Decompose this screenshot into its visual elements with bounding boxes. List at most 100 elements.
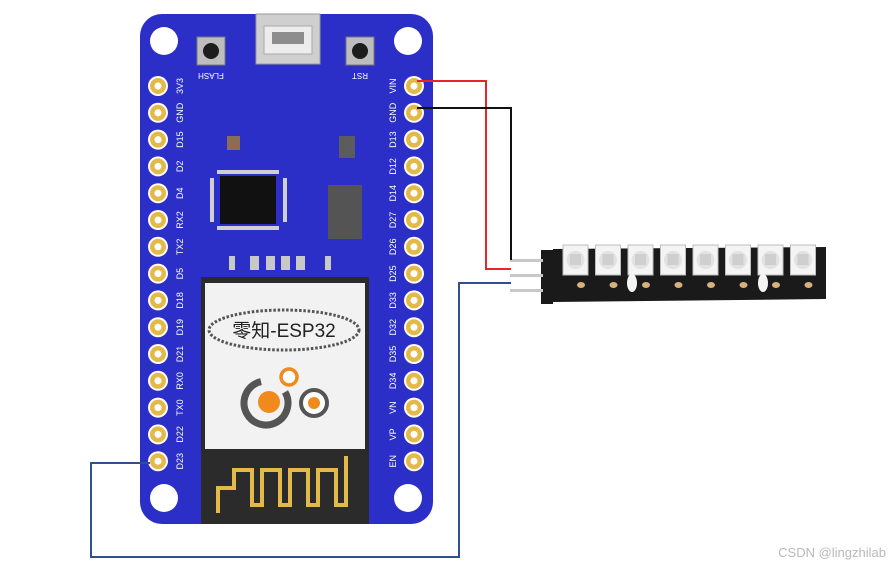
strip-cut-hole — [627, 274, 637, 292]
pin-d13-pad — [404, 129, 424, 150]
pin-rx2-pad — [148, 210, 168, 230]
pin-label: VIN — [388, 78, 398, 93]
left-header-pins: 3V3GNDD15D2D4RX2TX2D5D18D19D21RX0TX0D22D… — [148, 76, 185, 472]
pin-label: VN — [388, 401, 398, 414]
pin-label: 3V3 — [175, 78, 185, 94]
strip-pin-1 — [510, 259, 543, 262]
pin-label: RX0 — [175, 372, 185, 390]
pin-d19-pad — [148, 317, 168, 338]
qfn-chip — [210, 170, 287, 230]
strip-solder-pad — [674, 282, 683, 288]
module-label-frame — [207, 308, 361, 352]
usb-port — [255, 13, 321, 65]
pin-tx0-pad — [148, 397, 168, 418]
pin-d22-pad — [148, 424, 168, 445]
pin-d2-pad — [148, 156, 168, 177]
voltage-regulator — [328, 185, 362, 239]
pin-label: D19 — [175, 319, 185, 336]
strip-solder-pad — [804, 282, 813, 288]
pin-tx2-pad — [148, 236, 168, 257]
pin-d25-pad — [404, 263, 424, 284]
ws2812-led-strip — [510, 244, 826, 304]
pin-label: GND — [388, 102, 398, 123]
pin-d14-pad — [404, 183, 424, 204]
pin-d26-pad — [404, 236, 424, 257]
pin-d15-pad — [148, 129, 168, 150]
pin-label: D4 — [175, 187, 185, 199]
pin-vp-pad — [404, 424, 424, 445]
pin-label: D34 — [388, 373, 398, 390]
strip-solder-pad — [739, 282, 748, 288]
rst-label: RST — [352, 71, 368, 80]
pin-vn-pad — [404, 397, 424, 418]
rgb-led — [627, 244, 654, 276]
pin-label: D15 — [175, 131, 185, 148]
strip-solder-pad — [772, 282, 780, 288]
flash-label: FLASH — [198, 71, 224, 80]
right-header-pins: VINGNDD13D12D14D27D26D25D33D32D35D34VNVP… — [388, 76, 424, 472]
pin-d4-pad — [148, 183, 168, 204]
wires — [90, 80, 512, 558]
esp32-board: FLASH RST — [140, 13, 433, 524]
strip-solder-pad — [642, 282, 650, 288]
pin-label: D35 — [388, 346, 398, 363]
pin-d5-pad — [148, 263, 168, 284]
pin-label: D25 — [388, 265, 398, 282]
strip-solder-pad — [707, 282, 715, 288]
pin-label: RX2 — [175, 211, 185, 229]
pin-label: D5 — [175, 268, 185, 280]
smd-capacitor — [227, 136, 240, 150]
pin-rx0-pad — [148, 370, 168, 391]
watermark: CSDN @lingzhilab — [778, 545, 886, 560]
pin-label: VP — [388, 428, 398, 440]
pin-label: D23 — [175, 453, 185, 470]
pin-vin-pad — [404, 76, 424, 96]
pcb-antenna — [216, 456, 348, 513]
wire-gnd — [417, 107, 512, 260]
smd-resistor-row — [229, 256, 331, 270]
rgb-led — [660, 244, 686, 276]
rgb-led — [595, 244, 621, 276]
pin-label: D12 — [388, 158, 398, 175]
wire-vin — [417, 80, 511, 270]
strip-solder-pad — [609, 282, 618, 288]
pin-d32-pad — [404, 317, 424, 338]
rgb-led — [725, 244, 751, 276]
pin-en-pad — [404, 451, 424, 472]
smd-component — [339, 136, 355, 158]
pin-d35-pad — [404, 344, 424, 364]
strip-pcb — [553, 247, 826, 302]
pin-d21-pad — [148, 344, 168, 364]
mount-hole — [150, 27, 178, 55]
rst-button — [345, 36, 375, 66]
pin-label: GND — [175, 102, 185, 123]
module-label: 零知-ESP32 — [232, 320, 335, 342]
rgb-led — [562, 244, 589, 276]
pin-label: TX2 — [175, 239, 185, 256]
zerozhi-logo — [240, 367, 329, 429]
pin-label: D14 — [388, 185, 398, 202]
pin-label: D33 — [388, 292, 398, 309]
rgb-led — [757, 244, 784, 276]
pin-d23-pad — [148, 451, 168, 472]
pin-label: EN — [388, 455, 398, 468]
flash-button — [196, 36, 226, 66]
pin-d12-pad — [404, 156, 424, 177]
wire-data — [90, 282, 511, 558]
pin-gnd-pad — [148, 102, 168, 123]
pin-label: D2 — [175, 161, 185, 173]
pin-label: D26 — [388, 239, 398, 256]
strip-pin-3 — [510, 289, 543, 292]
pin-label: D32 — [388, 319, 398, 336]
pin-3v3-pad — [148, 76, 168, 96]
rgb-led — [790, 244, 816, 276]
pin-label: D13 — [388, 131, 398, 148]
mount-hole — [150, 484, 178, 512]
rgb-led — [692, 244, 719, 276]
strip-cut-hole — [758, 274, 768, 292]
pin-label: D21 — [175, 346, 185, 363]
pin-d18-pad — [148, 290, 168, 311]
mount-hole — [394, 484, 422, 512]
esp32-module: 零知-ESP32 — [201, 277, 369, 524]
